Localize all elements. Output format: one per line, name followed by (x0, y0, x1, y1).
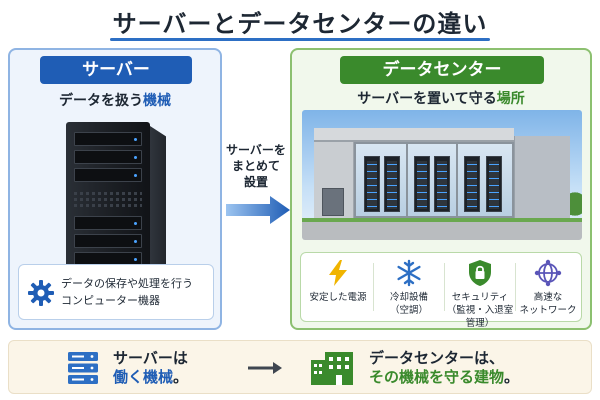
summary-banner: サーバーは 働く機械。 データセンターは、 その機械を守る建物。 (8, 340, 592, 394)
datacenter-features: 安定した電源 冷却設備 （空調） (300, 252, 583, 329)
datacenter-subhead-accent: 場所 (496, 91, 525, 107)
server-rack-icon (68, 352, 98, 384)
summary-server-text: サーバーは 働く機械。 (113, 349, 263, 387)
lightning-icon (329, 260, 347, 286)
datacenter-badge: データセンター (340, 56, 544, 84)
arrow-label-line1: サーバーを (226, 143, 286, 157)
feature-cooling: 冷却設備 （空調） (374, 257, 444, 319)
summary-datacenter-line1: データセンターは、 (369, 349, 505, 367)
summary-server-line1: サーバーは (113, 349, 188, 367)
feature-network: 高速な ネットワーク (513, 257, 583, 319)
server-description-line2: コンピューター機器 (61, 294, 160, 307)
server-description: データの保存や処理を行う コンピューター機器 (61, 275, 211, 309)
arrow-label-line2: まとめて (231, 159, 280, 173)
server-subhead-accent: 機械 (143, 93, 171, 109)
network-globe-icon (534, 259, 562, 287)
datacenter-subhead: サーバーを置いて守る場所 (292, 88, 590, 108)
building-icon (311, 352, 353, 385)
title-underline (110, 38, 490, 41)
feature-security: セキュリティ （監視・入退室管理） (445, 257, 515, 329)
server-subhead-prefix: データを扱う (59, 93, 143, 109)
feature-label-sub: （空調） (389, 305, 428, 316)
shield-lock-icon (469, 260, 491, 286)
summary-server-suffix: 。 (173, 368, 189, 386)
right-arrow-icon (226, 196, 290, 224)
page-title: サーバーとデータセンターの違い (112, 10, 488, 38)
server-description-box: データの保存や処理を行う コンピューター機器 (18, 264, 214, 320)
summary-datacenter-suffix: 。 (504, 368, 520, 386)
snowflake-icon (397, 259, 421, 287)
feature-power: 安定した電源 (303, 257, 373, 319)
feature-label: セキュリティ (451, 292, 509, 303)
datacenter-building-image (302, 110, 582, 240)
summary-datacenter-text: データセンターは、 その機械を守る建物。 (369, 349, 589, 387)
server-subhead: データを扱う機械 (10, 90, 220, 110)
feature-label: 高速な (533, 292, 563, 303)
server-card: サーバー データを扱う機械 (8, 48, 222, 330)
feature-label: 冷却設備 (389, 292, 428, 303)
feature-label: 安定した電源 (309, 292, 367, 303)
summary-arrow-icon (248, 362, 282, 374)
server-badge: サーバー (40, 56, 192, 84)
summary-server-accent: 働く機械 (113, 368, 174, 386)
arrow-label-line3: 設置 (243, 175, 268, 189)
gear-icon (28, 280, 54, 306)
datacenter-subhead-prefix: サーバーを置いて守る (357, 91, 497, 107)
server-description-line1: データの保存や処理を行う (61, 277, 193, 290)
summary-datacenter-accent: その機械を守る建物 (369, 368, 505, 386)
feature-label-sub: ネットワーク (519, 305, 577, 316)
datacenter-card: データセンター サーバーを置いて守る場所 安定した電源 (290, 48, 592, 330)
arrow-label: サーバーを まとめて 設置 (222, 142, 290, 190)
feature-label-sub: （監視・入退室管理） (446, 305, 514, 329)
